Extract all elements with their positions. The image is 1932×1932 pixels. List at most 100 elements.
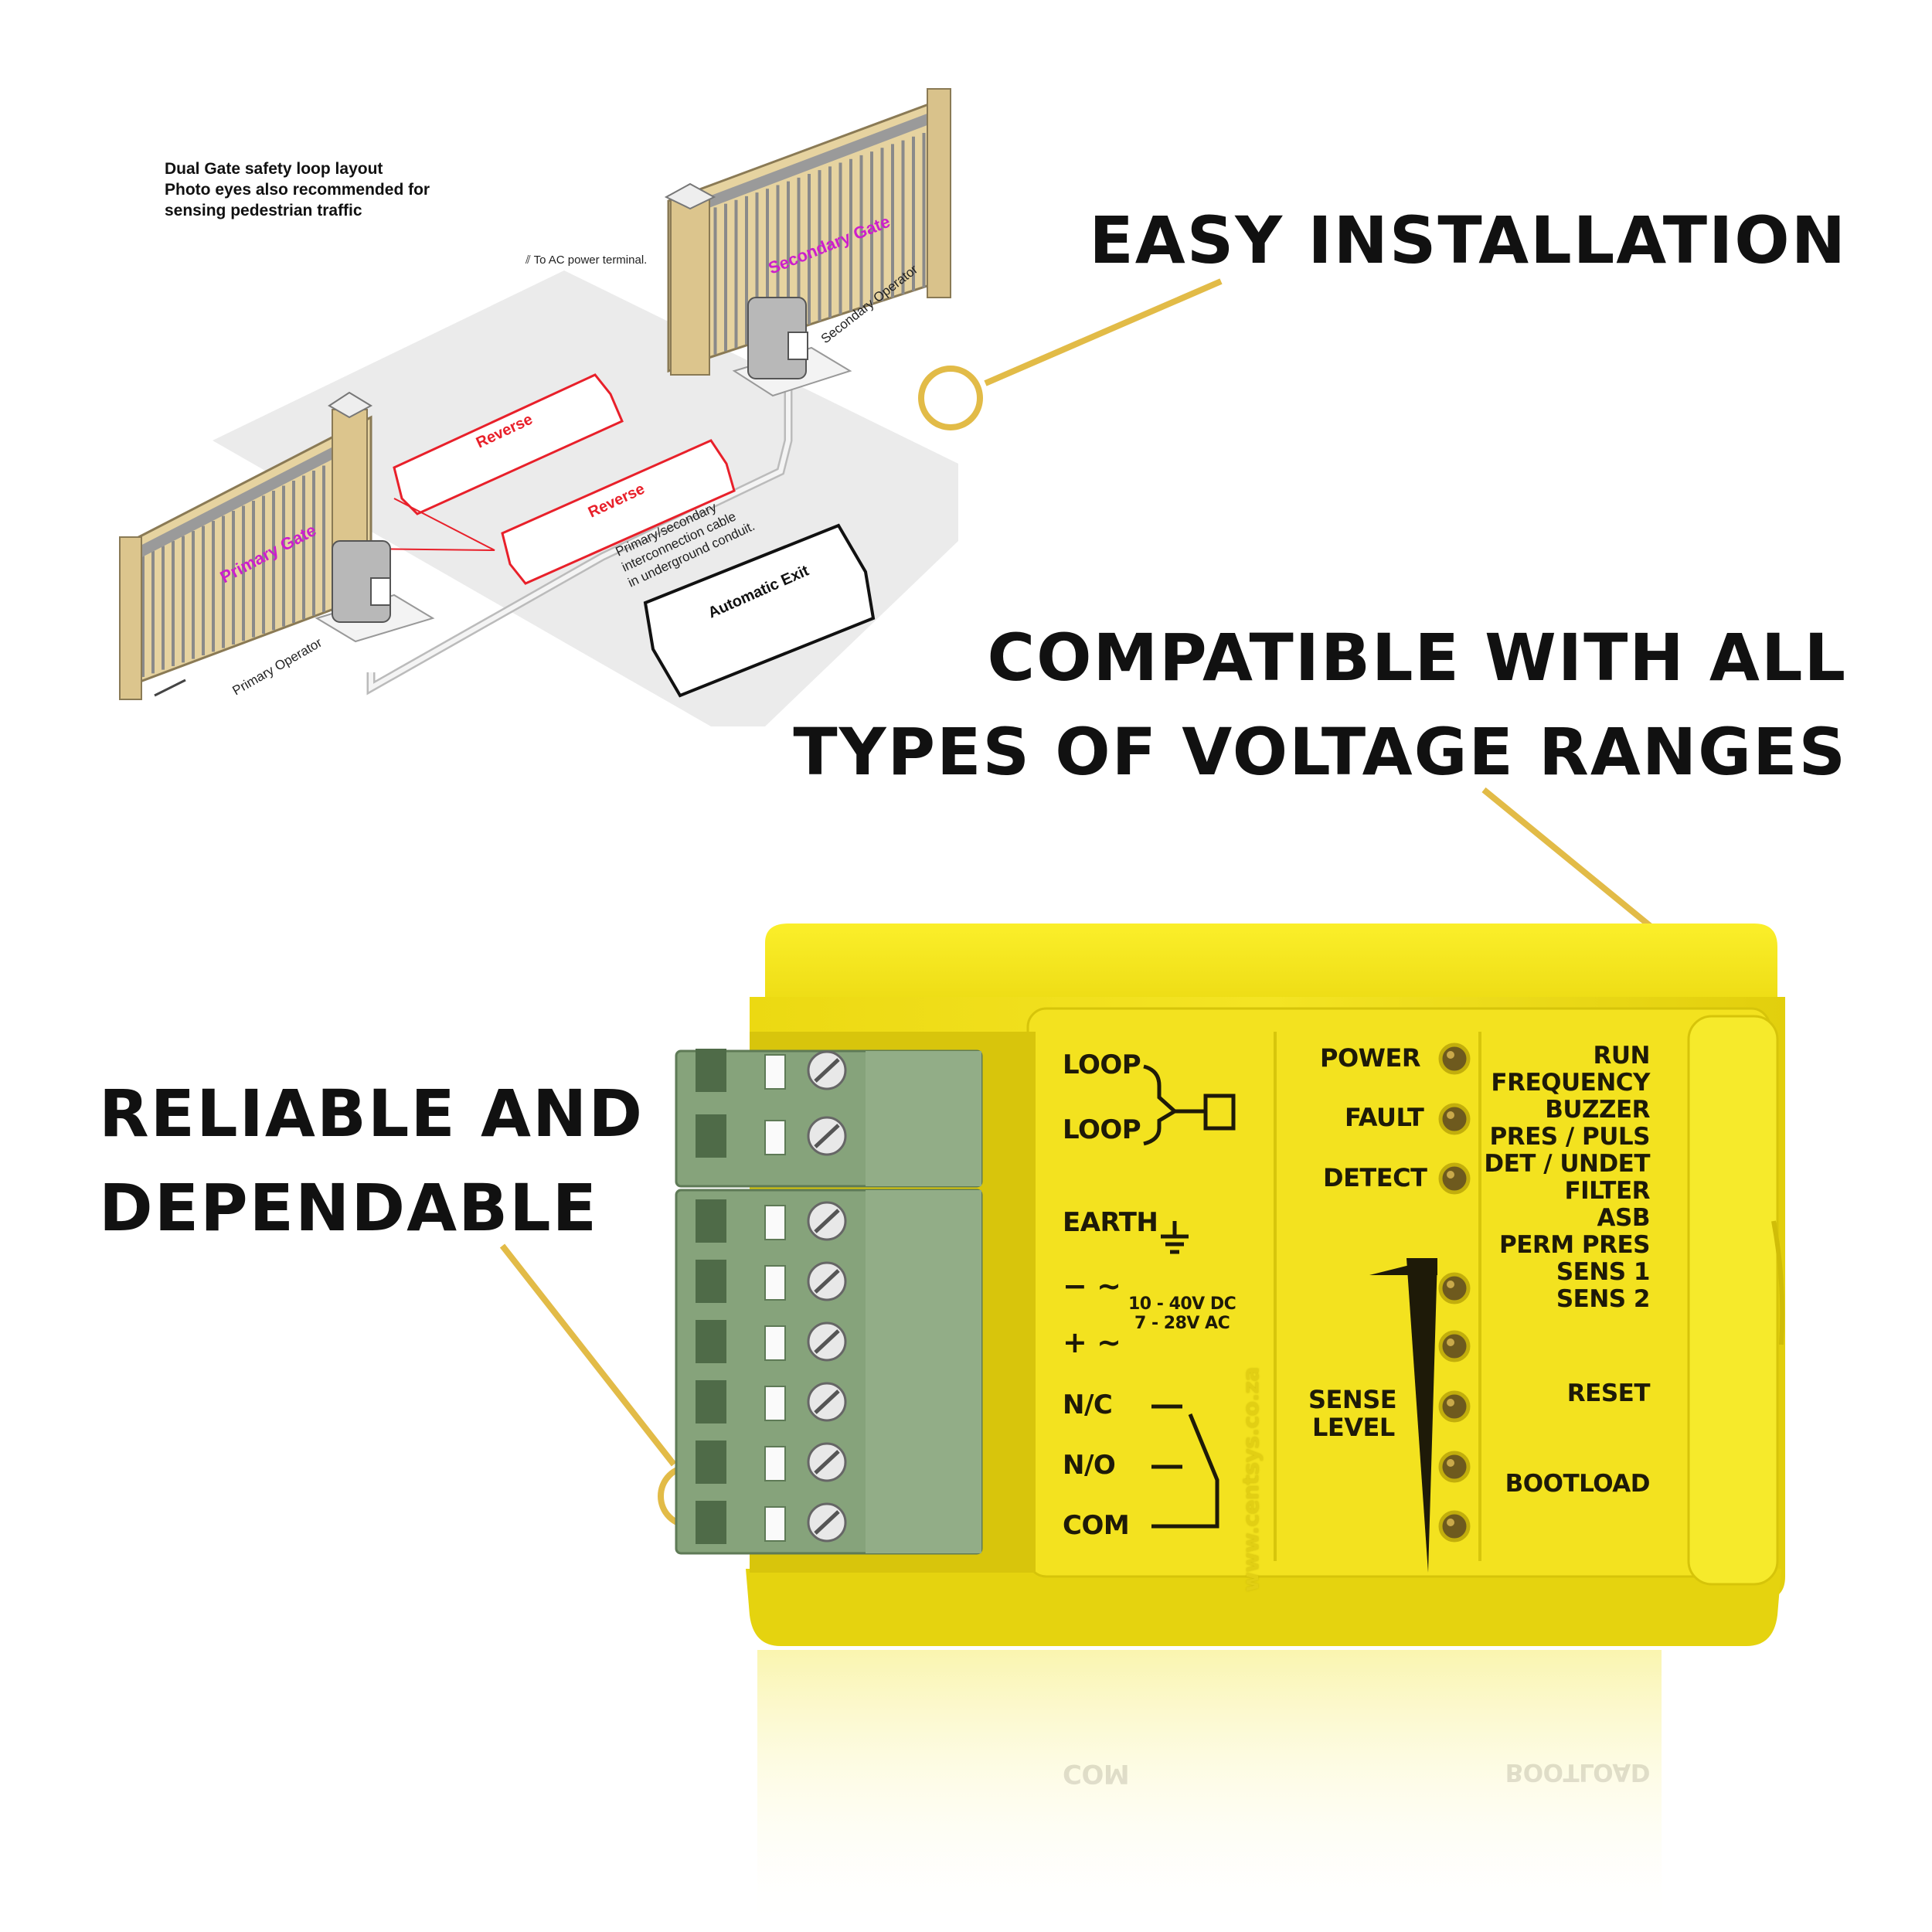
earth-icon: [1161, 1221, 1189, 1254]
label-run: RUN: [1593, 1042, 1651, 1070]
indicator-led-highlight: [1447, 1399, 1454, 1406]
label-level: LEVEL: [1312, 1413, 1395, 1442]
feature-easy-text: EASY INSTALLATION: [1089, 202, 1847, 278]
terminal-contact: [764, 1265, 786, 1301]
primary-operator-panel: [370, 577, 391, 606]
ac-power-icon: ⫽: [526, 253, 534, 267]
terminal-block-lower: [675, 1189, 983, 1555]
label-sense: SENSE: [1308, 1385, 1397, 1414]
device-end-cap: [1687, 1015, 1779, 1586]
indicator-led: [1438, 1510, 1471, 1543]
diagram-caption-line1: Dual Gate safety loop layout: [165, 160, 383, 178]
terminal-screw-slot: [814, 1510, 840, 1535]
reliable-leader: [499, 1243, 677, 1467]
easy-install-dot: [918, 366, 983, 430]
label-minus: − ∼: [1063, 1269, 1121, 1303]
feature-reliable-line1: RELIABLE AND: [99, 1076, 645, 1151]
terminal-screw-slot: [814, 1450, 840, 1475]
label-pres-puls: PRES / PULS: [1489, 1123, 1651, 1151]
terminal-slot: [696, 1440, 726, 1484]
diagram-caption-line2: Photo eyes also recommended for: [165, 181, 430, 199]
indicator-led-highlight: [1447, 1338, 1454, 1346]
terminal-screw-slot: [814, 1389, 840, 1414]
loop-symbol: [1143, 1064, 1236, 1146]
primary-gate-track: [154, 679, 186, 697]
secondary-post-cap: [664, 182, 716, 210]
feature-compatible-line1: COMPATIBLE WITH ALL: [987, 620, 1847, 696]
loop-symbol-wire-top: [1143, 1064, 1206, 1114]
loop-detector-device: LOOP LOOP EARTH − ∼ 10 - 40V DC 7 - 28V …: [649, 912, 1808, 1932]
ac-tilde-icon-2: ∼: [1097, 1325, 1121, 1359]
terminal-slot: [696, 1199, 726, 1243]
device-base: [746, 1569, 1781, 1646]
label-bootload: BOOTLOAD: [1505, 1470, 1651, 1498]
secondary-gate-rail: [676, 112, 931, 220]
terminal-slot: [696, 1114, 726, 1158]
terminal-block-upper-side: [866, 1051, 981, 1186]
primary-post-end: [119, 536, 142, 700]
label-sens1: SENS 1: [1556, 1258, 1651, 1286]
indicator-led-highlight: [1447, 1171, 1454, 1179]
secondary-operator-panel: [787, 332, 808, 360]
compatible-leader: [1481, 787, 1673, 946]
terminal-screw-slot: [814, 1058, 840, 1083]
device-front-face: [1026, 1007, 1771, 1578]
indicator-led: [1438, 1451, 1471, 1483]
indicator-led-highlight: [1447, 1111, 1454, 1119]
terminal-screw-slot: [814, 1209, 840, 1233]
terminal-contact: [764, 1386, 786, 1421]
device-body: [675, 923, 1785, 1932]
terminal-contact: [764, 1506, 786, 1542]
terminal-slot: [696, 1320, 726, 1363]
label-no: N/O: [1063, 1450, 1116, 1481]
gate-loop-diagram: Dual Gate safety loop layout Photo eyes …: [108, 77, 966, 726]
primary-gate-rail: [131, 431, 363, 563]
reflection-bootload: BOOTLOAD: [1505, 1758, 1650, 1786]
terminal-contact: [764, 1205, 786, 1240]
relay-contact-icon: [1151, 1404, 1219, 1529]
indicator-led: [1438, 1330, 1471, 1362]
secondary-gate: Secondary Gate: [664, 88, 951, 376]
reverse-loop-1-shape: [393, 373, 624, 515]
label-com: COM: [1063, 1510, 1130, 1541]
feature-reliable: RELIABLE AND DEPENDABLE: [99, 1066, 644, 1255]
feature-easy-installation: EASY INSTALLATION: [1089, 193, 1847, 287]
indicator-led-highlight: [1447, 1051, 1454, 1059]
reflection-com: COM: [1063, 1758, 1130, 1789]
reverse-loop-2-shape: [501, 439, 736, 585]
label-plus-sign: +: [1063, 1325, 1087, 1359]
primary-operator-label: Primary Operator: [230, 635, 325, 699]
ac-power-text: To AC power terminal.: [533, 253, 648, 267]
loop-symbol-box: [1203, 1094, 1236, 1131]
indicator-led: [1438, 1103, 1471, 1135]
sense-level-wedge: [1406, 1258, 1437, 1573]
label-nc: N/C: [1063, 1389, 1113, 1420]
label-det-undet: DET / UNDET: [1484, 1150, 1650, 1178]
terminal-contact: [764, 1446, 786, 1481]
indicator-led-highlight: [1447, 1281, 1454, 1288]
label-volt-ac: 7 - 28V AC: [1134, 1314, 1230, 1333]
terminal-slot: [696, 1260, 726, 1303]
label-filter: FILTER: [1564, 1177, 1650, 1205]
indicator-led-highlight: [1447, 1459, 1454, 1467]
terminal-contact: [764, 1120, 786, 1155]
label-fault: FAULT: [1345, 1103, 1424, 1132]
label-loop-2: LOOP: [1063, 1114, 1141, 1145]
device-reflection: [757, 1650, 1662, 1932]
primary-post-cap: [328, 391, 373, 419]
feature-compatible-line2: TYPES OF VOLTAGE RANGES: [793, 714, 1847, 790]
label-sens2: SENS 2: [1556, 1285, 1651, 1313]
sense-level-wedge-top: [1369, 1258, 1437, 1275]
diagram-caption: Dual Gate safety loop layout Photo eyes …: [165, 158, 430, 221]
terminal-block-lower-side: [866, 1190, 981, 1553]
terminal-slot: [696, 1501, 726, 1544]
secondary-post-end: [927, 88, 951, 298]
indicator-led: [1438, 1272, 1471, 1304]
end-cap-highlight: [1771, 1220, 1785, 1345]
loop-symbol-wire-bottom: [1143, 1109, 1176, 1146]
terminal-slot: [696, 1380, 726, 1423]
label-earth: EARTH: [1063, 1207, 1158, 1238]
conduit-pipe-inner: [369, 386, 791, 692]
feature-reliable-line2: DEPENDABLE: [99, 1170, 599, 1246]
diagram-drawing: Secondary Gate Secondary Operator Revers…: [119, 88, 958, 726]
